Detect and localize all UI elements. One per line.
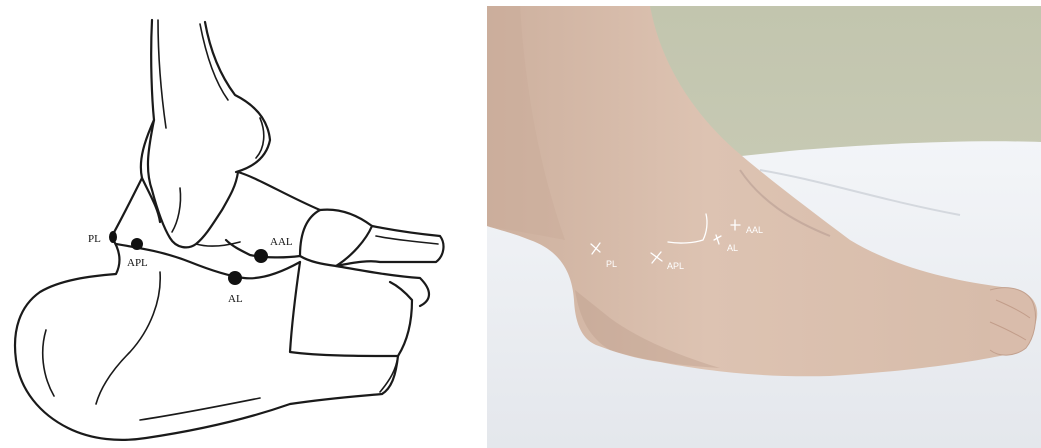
photo-label-pl: PL [606,259,617,269]
point-apl [131,238,143,250]
tibia-front [205,22,270,172]
malleolus-inner [172,188,181,232]
label-aal: AAL [270,236,293,248]
photo-toes [990,288,1036,355]
lateral-malleolus [148,120,238,247]
tibia [141,20,160,222]
cuneiform-line [376,236,438,244]
label-al: AL [228,293,243,305]
calcaneus-base [140,398,260,420]
calcaneus-inner [96,272,160,404]
photo-label-aal: AAL [746,225,763,235]
point-al [228,271,242,285]
cuneiform [336,226,443,266]
tibia-shaft-inner [158,20,166,128]
photo-label-al: AL [727,243,738,253]
photo-label-apl: APL [667,261,684,271]
ankle-line-drawing: PL APL AL AAL [15,20,443,440]
calcaneus-inner-2 [43,330,54,396]
posterior-edge [112,178,142,236]
point-pl [109,231,117,243]
point-aal [254,249,268,263]
label-apl: APL [127,257,148,269]
tibia-shaft-inner-2 [200,24,228,100]
tibia-contour [256,118,264,158]
label-pl: PL [88,233,101,245]
foot-photo: PL APL AL AAL [487,6,1041,448]
metatarsal [336,266,429,306]
